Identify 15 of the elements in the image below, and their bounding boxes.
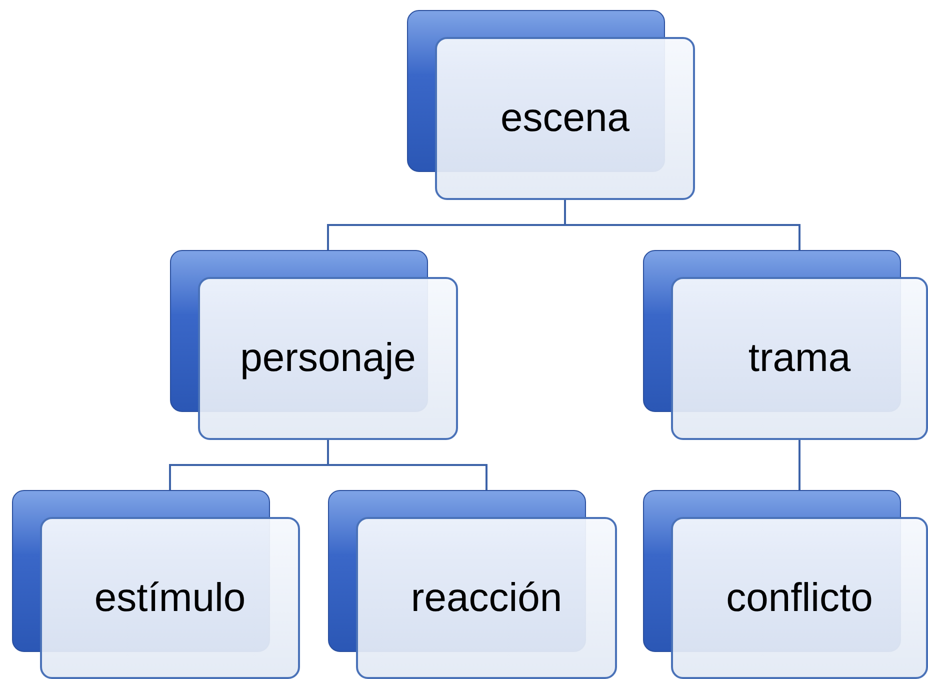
process-box bbox=[643, 490, 928, 679]
process-box bbox=[407, 10, 695, 200]
node-label: trama bbox=[748, 336, 851, 381]
connector-line bbox=[798, 440, 800, 490]
node-label: estímulo bbox=[94, 576, 246, 620]
process-box bbox=[12, 490, 300, 679]
process-box bbox=[643, 250, 928, 440]
process-box bbox=[170, 250, 458, 440]
node-label: escena bbox=[500, 96, 630, 141]
node-label: conflicto bbox=[726, 576, 873, 620]
connector-line bbox=[564, 200, 800, 250]
node-label: reacción bbox=[410, 576, 562, 620]
connector-line bbox=[327, 440, 488, 490]
node-label: personaje bbox=[240, 336, 416, 381]
process-box bbox=[328, 490, 617, 679]
